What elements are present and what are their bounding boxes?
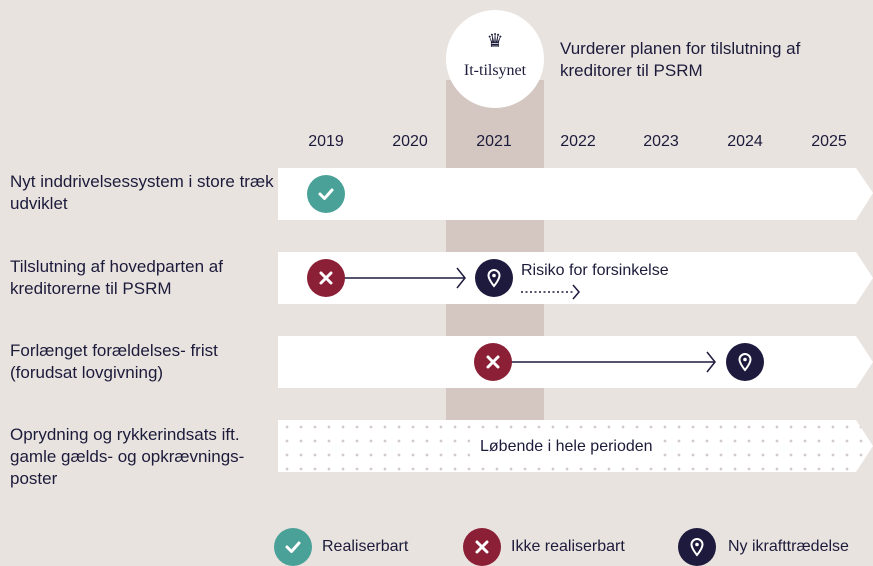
legend-label: Ikke realiserbart	[511, 538, 625, 555]
year-label: 2022	[560, 133, 596, 150]
year-label: 2021	[476, 133, 512, 150]
realiserbart-marker	[307, 175, 345, 213]
row-label: Forlænget forældelses- frist (forudsat l…	[10, 341, 218, 382]
row-label: Nyt inddrivelsessystem i store træk udvi…	[10, 172, 274, 213]
year-label: 2025	[811, 133, 847, 150]
legend-ikke-realiserbart-marker	[463, 528, 501, 566]
risk-note: Risiko for forsinkelse	[521, 262, 669, 279]
year-label: 2020	[392, 133, 428, 150]
x-icon	[319, 271, 333, 285]
dotted-arrow-head	[572, 284, 580, 300]
row-label: Tilslutning af hovedparten af kreditorer…	[10, 257, 223, 298]
arrow-head	[706, 351, 716, 373]
row-bar	[278, 168, 873, 220]
legend-label: Realiserbart	[322, 538, 409, 555]
header-text: Vurderer planen for tilslutning af kredi…	[560, 39, 801, 80]
x-icon	[486, 355, 500, 369]
year-label: 2019	[308, 133, 344, 150]
ikke-realiserbart-marker	[474, 343, 512, 381]
year-label: 2023	[643, 133, 679, 150]
ikke-realiserbart-marker	[307, 259, 345, 297]
row-bar	[278, 252, 873, 304]
ny-ikrafttraedelse-marker	[726, 343, 764, 381]
check-icon	[285, 541, 301, 553]
crown-icon: ♛	[486, 30, 504, 52]
legend-realiserbart-marker	[274, 528, 312, 566]
year-label: 2024	[727, 133, 763, 150]
ny-ikrafttraedelse-marker	[475, 259, 513, 297]
location-pin-icon	[690, 538, 704, 557]
ongoing-note: Løbende i hele perioden	[480, 438, 653, 455]
legend-ny-ikrafttraedelse-marker	[678, 528, 716, 566]
legend-label: Ny ikrafttrædelse	[728, 538, 849, 555]
x-icon	[475, 540, 489, 554]
row-label: Oprydning og rykkerindsats ift. gamle gæ…	[10, 425, 245, 488]
location-pin-icon	[738, 353, 752, 372]
logo-badge: ♛ It-tilsynet	[446, 10, 544, 108]
arrow-head	[456, 267, 466, 289]
check-icon	[318, 188, 334, 200]
logo-text: It-tilsynet	[463, 62, 527, 79]
location-pin-icon	[487, 269, 501, 288]
